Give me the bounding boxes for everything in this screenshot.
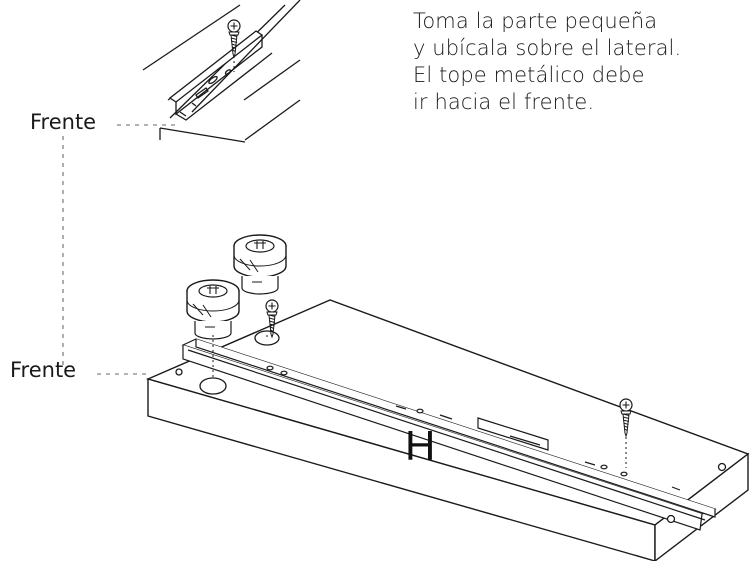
label-front-bottom: Frente xyxy=(10,358,77,382)
instruction-text: Toma la parte pequeña y ubícala sobre el… xyxy=(413,8,743,116)
instruction-line: y ubícala sobre el lateral. xyxy=(413,36,682,60)
guide-lines xyxy=(212,332,627,468)
panel-h xyxy=(145,299,750,561)
instruction-line: ir hacia el frente. xyxy=(413,90,595,114)
label-front-top: Frente xyxy=(30,110,97,134)
leader-lines xyxy=(62,124,180,375)
cam-lock-icon xyxy=(233,234,287,295)
part-label: H xyxy=(405,422,436,469)
metal-rail xyxy=(181,338,717,531)
instruction-line: El tope metálico debe xyxy=(413,63,645,87)
instruction-line: Toma la parte pequeña xyxy=(413,9,658,33)
detail-inset xyxy=(142,0,301,143)
cam-lock-icon xyxy=(186,279,240,340)
